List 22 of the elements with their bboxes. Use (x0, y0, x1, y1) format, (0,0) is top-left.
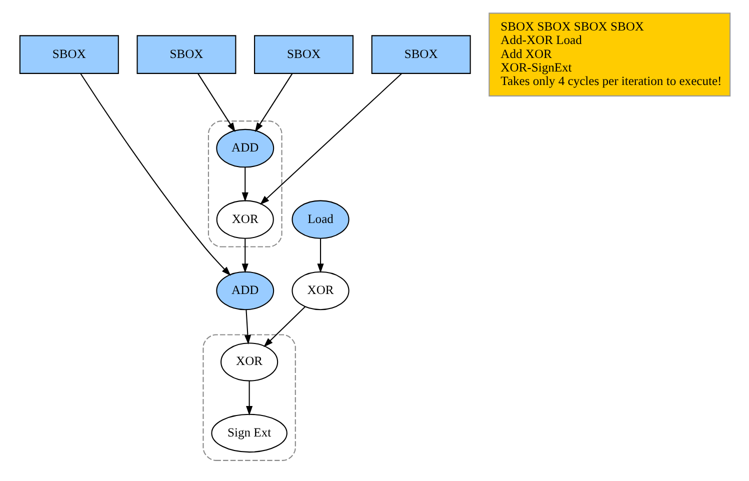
node-ellipse: ADD (216, 128, 274, 168)
arrow (197, 72, 235, 132)
node-ellipse: Load (291, 200, 349, 238)
arrow (241, 238, 248, 272)
arrow (80, 72, 230, 276)
arrow (263, 306, 305, 347)
arrow (244, 309, 251, 344)
arrow (241, 167, 248, 202)
arrow (259, 72, 402, 204)
node-ellipse: Sign Ext (210, 413, 287, 452)
node-ellipse: XOR (291, 270, 349, 310)
node-ellipse: XOR (216, 200, 274, 238)
node-box: SBOX (370, 34, 470, 74)
node-box: SBOX SBOX SBOX SBOX Add-XOR Load Add XOR XOR-SignExt Takes only 4 cycles per iteration to execute! (488, 12, 730, 96)
node-ellipse: ADD (216, 270, 274, 310)
node-box: SBOX (254, 34, 354, 74)
node-box: SBOX (136, 34, 236, 74)
arrow (316, 238, 324, 272)
node-box: SBOX (18, 34, 118, 74)
arrow (254, 72, 292, 132)
node-ellipse: XOR (220, 342, 278, 381)
arrow (246, 380, 252, 415)
